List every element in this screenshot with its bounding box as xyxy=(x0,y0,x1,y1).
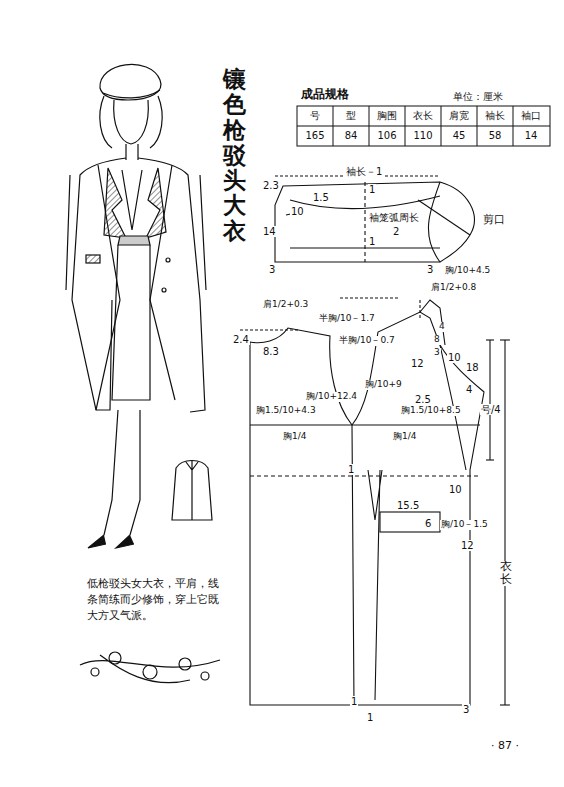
dimension-number: 1 xyxy=(366,712,374,723)
table-cell: 袖口 xyxy=(514,110,548,121)
dimension-number: 2.4 xyxy=(232,334,250,345)
dimension-number: 10 xyxy=(447,352,462,363)
fashion-figure xyxy=(66,64,220,682)
caption-text: 低枪驳头女大衣，平肩，线条简练而少修饰，穿上它既大方又气派。 xyxy=(86,576,220,624)
table-cell: 衣长 xyxy=(406,110,440,121)
pattern-label: 肩1/2+0.8 xyxy=(430,283,477,293)
dimension-number: 1 xyxy=(368,184,376,195)
dimension-number: 10 xyxy=(290,206,305,217)
dimension-number: 3 xyxy=(433,348,441,358)
pattern-label: 胸1/4 xyxy=(392,432,417,442)
dimension-number: 1 xyxy=(368,236,376,247)
dimension-number: 3 xyxy=(462,704,470,715)
dimension-number: 8 xyxy=(433,335,441,345)
dimension-number: 2.5 xyxy=(414,394,432,405)
pattern-label: 肩1/2+0.3 xyxy=(262,300,309,310)
pattern-label: 号/4 xyxy=(480,404,502,415)
pattern-label: 袖长－1 xyxy=(345,166,383,177)
dimension-number: 4 xyxy=(465,384,473,395)
dimension-number: 1.5 xyxy=(312,192,330,203)
dimension-number: 6 xyxy=(424,518,432,529)
dimension-number: 14 xyxy=(262,226,277,237)
pattern-label: 胸1.5/10+4.3 xyxy=(255,406,317,416)
body-pattern xyxy=(240,298,510,705)
pattern-label: 袖笼弧周长 xyxy=(368,212,420,223)
pattern-label: 胸/10－1.5 xyxy=(440,520,489,530)
sleeve-pattern xyxy=(275,176,474,262)
dimension-number: 18 xyxy=(465,362,480,373)
dimension-number: 1 xyxy=(350,696,358,707)
pattern-label: 胸/10+4.5 xyxy=(444,266,491,276)
table-cell: 58 xyxy=(478,130,512,141)
pattern-label: 衣长 xyxy=(499,560,513,586)
pattern-label: 胸/10+12.4 xyxy=(305,392,358,402)
dimension-number: 1 xyxy=(347,464,355,475)
dimension-number: 3 xyxy=(426,264,434,275)
dimension-number: 2.3 xyxy=(262,180,280,191)
table-cell: 14 xyxy=(514,130,548,141)
pattern-label: 胸1.5/10+8.5 xyxy=(400,406,462,416)
dimension-number: 8.3 xyxy=(262,346,280,357)
table-cell: 袖长 xyxy=(478,110,512,121)
table-cell: 肩宽 xyxy=(442,110,476,121)
table-cell: 106 xyxy=(370,130,404,141)
dimension-number: 2 xyxy=(392,226,400,237)
spec-table xyxy=(297,106,550,146)
pattern-label: 半胸/10－0.7 xyxy=(338,336,396,346)
pattern-label: 胸/10+9 xyxy=(364,380,403,390)
table-cell: 45 xyxy=(442,130,476,141)
table-heading: 单位：厘米 xyxy=(452,91,504,102)
dimension-number: 10 xyxy=(448,484,463,495)
page-title: 镶色枪驳头大衣 xyxy=(222,66,247,243)
dimension-number: 15.5 xyxy=(396,500,420,511)
pattern-label: 胸1/4 xyxy=(282,432,307,442)
dimension-number: 3 xyxy=(268,264,276,275)
table-cell: 号 xyxy=(298,110,332,121)
table-cell: 84 xyxy=(334,130,368,141)
table-heading: 成品规格 xyxy=(300,88,350,101)
table-cell: 型 xyxy=(334,110,368,121)
table-cell: 110 xyxy=(406,130,440,141)
page-number: · 87 · xyxy=(490,740,520,752)
dimension-number: 4 xyxy=(438,322,446,332)
dimension-number: 12 xyxy=(460,540,475,551)
dimension-number: 12 xyxy=(410,358,425,369)
pattern-label: 半胸/10－1.7 xyxy=(318,314,376,324)
pattern-label: 剪口 xyxy=(482,214,506,226)
table-cell: 165 xyxy=(298,130,332,141)
table-cell: 胸围 xyxy=(370,110,404,121)
